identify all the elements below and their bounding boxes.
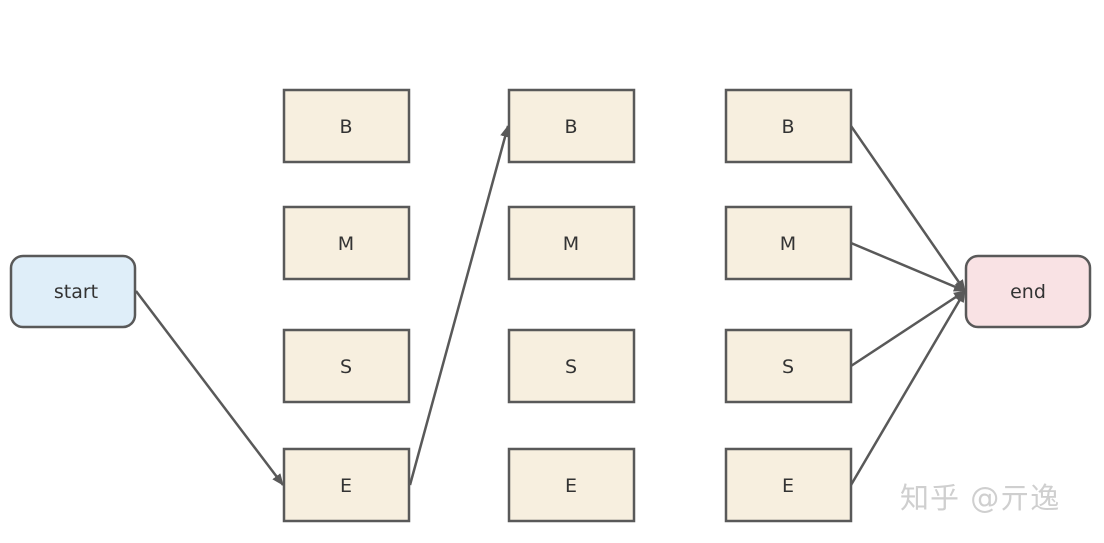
col2-node-b: B bbox=[507, 88, 636, 164]
column-3: B M S E bbox=[724, 88, 853, 523]
col2-node-m: M bbox=[507, 205, 636, 281]
watermark: 知乎 @亓逸 bbox=[900, 481, 1061, 515]
edge-start-to-col1-e bbox=[135, 290, 284, 486]
end-label: end bbox=[1010, 281, 1046, 303]
col2-label-e: E bbox=[565, 475, 577, 497]
edge-col3-b-to-end bbox=[849, 125, 967, 292]
col3-node-b: B bbox=[724, 88, 853, 164]
col1-label-m: M bbox=[338, 233, 354, 255]
col1-node-s: S bbox=[282, 328, 411, 404]
column-2: B M S E bbox=[507, 88, 636, 523]
col2-label-s: S bbox=[565, 356, 577, 378]
col1-node-b: B bbox=[282, 88, 411, 164]
column-1: B M S E bbox=[282, 88, 411, 523]
col3-label-m: M bbox=[780, 233, 796, 255]
end-node: end bbox=[964, 254, 1092, 329]
col2-label-m: M bbox=[563, 233, 579, 255]
col2-label-b: B bbox=[564, 116, 577, 138]
col3-node-e: E bbox=[724, 447, 853, 523]
col1-label-s: S bbox=[340, 356, 352, 378]
col3-label-b: B bbox=[781, 116, 794, 138]
col3-node-s: S bbox=[724, 328, 853, 404]
col2-node-s: S bbox=[507, 328, 636, 404]
edge-col3-s-to-end bbox=[850, 289, 966, 368]
col3-label-e: E bbox=[782, 475, 794, 497]
edge-col1-e-to-col2-b bbox=[408, 125, 510, 486]
edge-col3-e-to-end bbox=[849, 290, 967, 486]
col1-label-e: E bbox=[340, 475, 352, 497]
start-node: start bbox=[9, 254, 137, 329]
col2-node-e: E bbox=[507, 447, 636, 523]
col1-node-e: E bbox=[282, 447, 411, 523]
edges bbox=[135, 125, 967, 486]
col3-node-m: M bbox=[724, 205, 853, 281]
col1-label-b: B bbox=[339, 116, 352, 138]
edge-col3-m-to-end bbox=[850, 241, 966, 293]
col1-node-m: M bbox=[282, 205, 411, 281]
start-label: start bbox=[54, 281, 98, 303]
col3-label-s: S bbox=[782, 356, 794, 378]
